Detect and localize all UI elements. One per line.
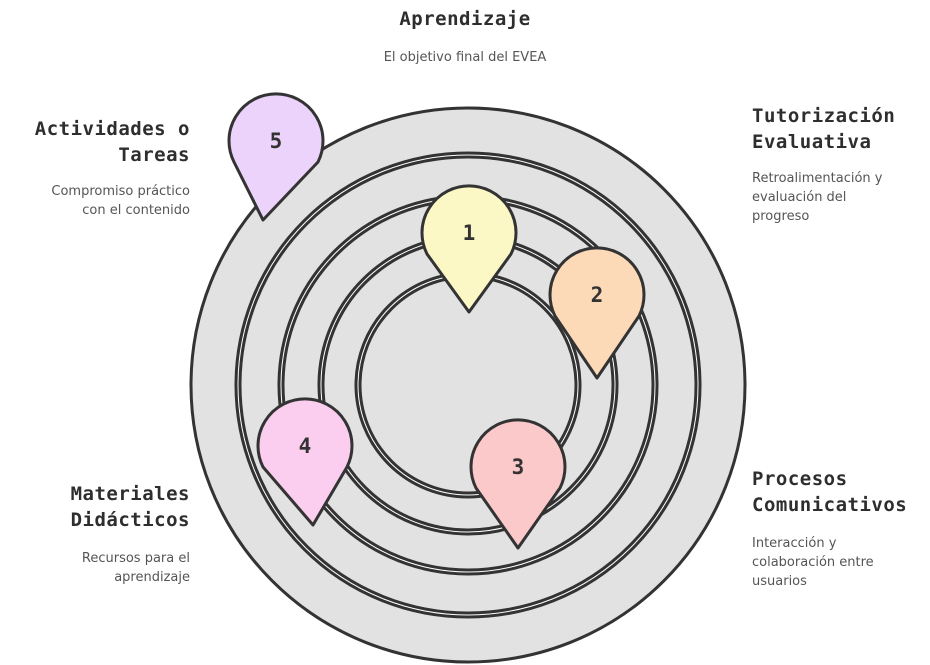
pins: 5 1 2 3 4 — [227, 92, 646, 550]
section-4-heading-line2: Didácticos — [70, 509, 190, 531]
section-2-heading-line1: Tutorización — [752, 105, 896, 127]
diagram-subtitle: El objetivo final del EVEA — [383, 50, 547, 65]
label-tutorizacion: Tutorización Evaluativa Retroalimentació… — [752, 103, 930, 226]
pin-4-number: 4 — [299, 434, 312, 458]
section-2-desc-line1: Retroalimentación y — [752, 171, 883, 186]
section-2-heading-line2: Evaluativa — [752, 131, 872, 153]
pin-2-number: 2 — [591, 283, 604, 307]
section-4-heading-line1: Materiales — [70, 483, 190, 505]
section-5-desc-line1: Compromiso práctico — [51, 184, 190, 199]
section-2-desc-line3: progreso — [752, 209, 810, 224]
section-4-description: Recursos para el aprendizaje — [5, 549, 190, 587]
pin-3: 3 — [469, 418, 567, 550]
section-5-heading-line1: Actividades o — [34, 118, 190, 140]
pin-1-number: 1 — [463, 221, 476, 245]
pin-3-number: 3 — [512, 455, 525, 479]
section-3-description: Interacción y colaboración entre usuario… — [752, 534, 930, 591]
label-aprendizaje: Aprendizaje El objetivo final del EVEA — [315, 6, 615, 67]
pin-1: 1 — [420, 184, 518, 314]
section-2-description: Retroalimentación y evaluación del progr… — [752, 169, 930, 226]
section-2-desc-line2: evaluación del — [752, 190, 847, 205]
section-3-desc-line3: usuarios — [752, 574, 807, 589]
label-actividades: Actividades o Tareas Compromiso práctico… — [5, 116, 190, 220]
label-procesos: Procesos Comunicativos Interacción y col… — [752, 466, 930, 591]
section-4-desc-line2: aprendizaje — [114, 570, 190, 585]
pin-5-number: 5 — [270, 129, 283, 153]
section-5-heading-line2: Tareas — [118, 144, 190, 166]
diagram-title: Aprendizaje — [399, 8, 531, 30]
section-4-desc-line1: Recursos para el — [81, 551, 190, 566]
label-materiales: Materiales Didácticos Recursos para el a… — [5, 481, 190, 587]
pin-5: 5 — [227, 92, 325, 222]
section-3-heading-line2: Comunicativos — [752, 494, 908, 516]
section-3-desc-line2: colaboración entre — [752, 555, 874, 570]
section-3-desc-line1: Interacción y — [752, 536, 837, 551]
pin-4: 4 — [256, 397, 354, 527]
section-5-description: Compromiso práctico con el contenido — [5, 182, 190, 220]
section-5-desc-line2: con el contenido — [82, 203, 190, 218]
pin-2: 2 — [548, 246, 646, 380]
section-3-heading-line1: Procesos — [752, 468, 848, 490]
